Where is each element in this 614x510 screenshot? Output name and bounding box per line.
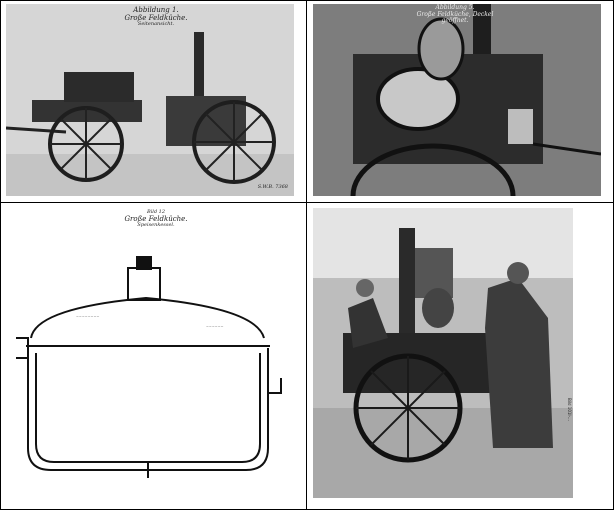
caption-line: Große Feldküche, Deckel: [416, 10, 494, 18]
photo-field-kitchen-side-view: Abbildung 1. Große Feldküche. Seitenansi…: [6, 4, 294, 196]
divider-vertical: [306, 1, 307, 509]
caption-line: Große Feldküche.: [124, 13, 188, 22]
diagram-kettle-cross-section: ~~~~~~~~~~~~~~ Bild 12 Große Feldküche. …: [6, 208, 299, 506]
corner-mark: S.W.B. 7368: [257, 183, 288, 190]
photo-field-kitchen-open-lid: Abbildung 5. Große Feldküche, Deckel geö…: [313, 4, 601, 196]
caption-line: Abbildung 5.: [435, 4, 475, 11]
svg-text:~~~~~~~~: ~~~~~~~~: [76, 315, 100, 319]
caption-line: Seitenansicht.: [137, 21, 175, 28]
divider-horizontal: [1, 202, 613, 203]
caption-line: Bild 12: [146, 209, 166, 215]
caption-line: Abbildung 1.: [133, 6, 179, 14]
caption-line: Große Feldküche.: [124, 214, 188, 223]
svg-text:~~~~~~: ~~~~~~: [206, 325, 224, 329]
caption-line: geöffnet.: [441, 17, 469, 25]
photo-soldiers-at-field-kitchen: Bild 101I-...: [313, 208, 573, 498]
archive-mark: Bild 101I-...: [567, 398, 572, 421]
caption-line: Speisenkessel.: [137, 222, 175, 229]
